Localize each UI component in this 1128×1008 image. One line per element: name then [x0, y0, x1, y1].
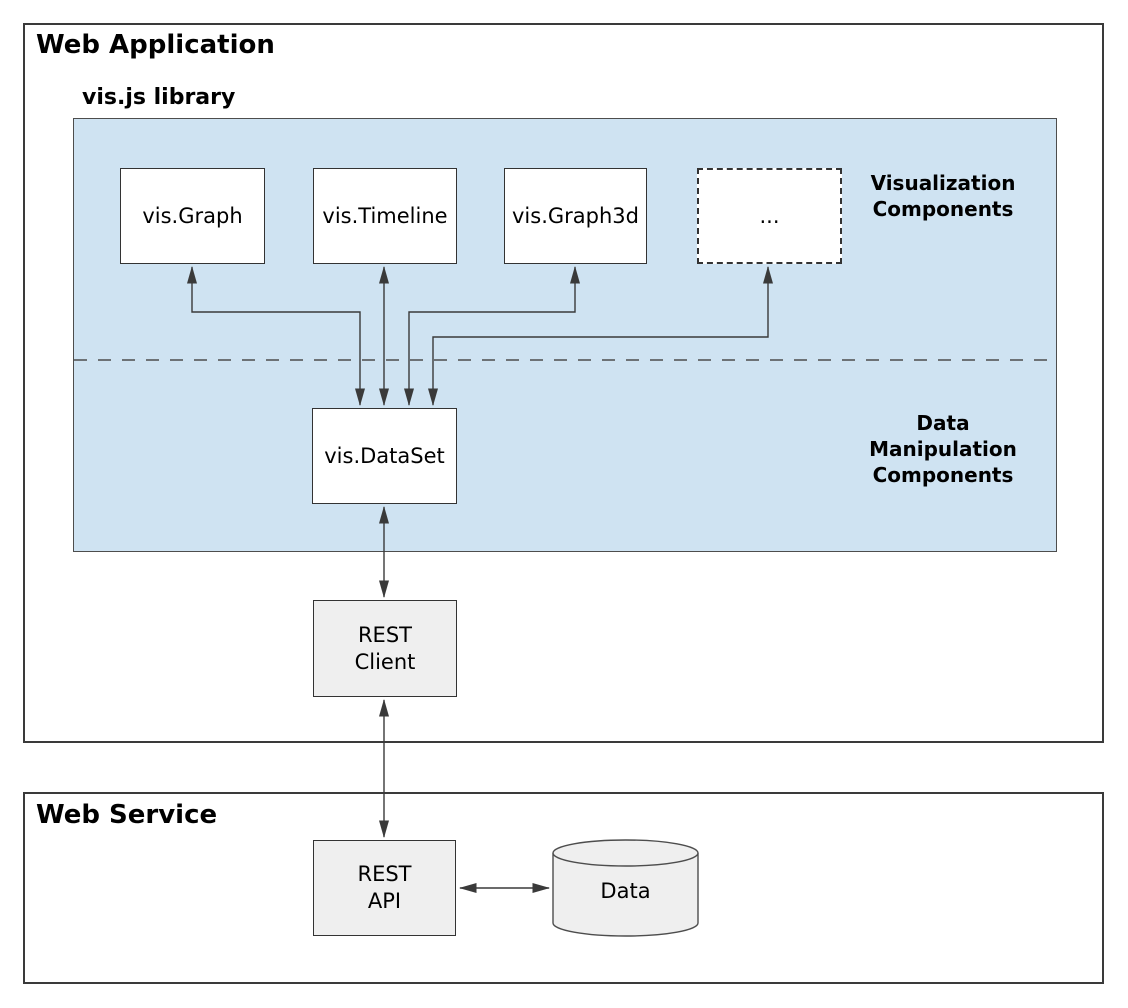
vis-timeline-box: vis.Timeline	[313, 168, 457, 264]
rest-api-box: REST API	[313, 840, 456, 936]
rest-client-box: REST Client	[313, 600, 457, 697]
database-cylinder-icon	[552, 839, 699, 937]
more-components-box: ...	[697, 168, 842, 264]
vis-dataset-box: vis.DataSet	[312, 408, 457, 504]
web-application-title: Web Application	[36, 30, 275, 60]
vis-graph-box: vis.Graph	[120, 168, 265, 264]
visjs-library-label: vis.js library	[82, 85, 236, 110]
data-store-label: Data	[600, 879, 651, 903]
web-service-title: Web Service	[36, 800, 218, 830]
data-manipulation-components-label: Data Manipulation Components	[869, 411, 1017, 487]
visualization-components-label: Visualization Components	[870, 171, 1016, 221]
vis-graph3d-box: vis.Graph3d	[504, 168, 647, 264]
